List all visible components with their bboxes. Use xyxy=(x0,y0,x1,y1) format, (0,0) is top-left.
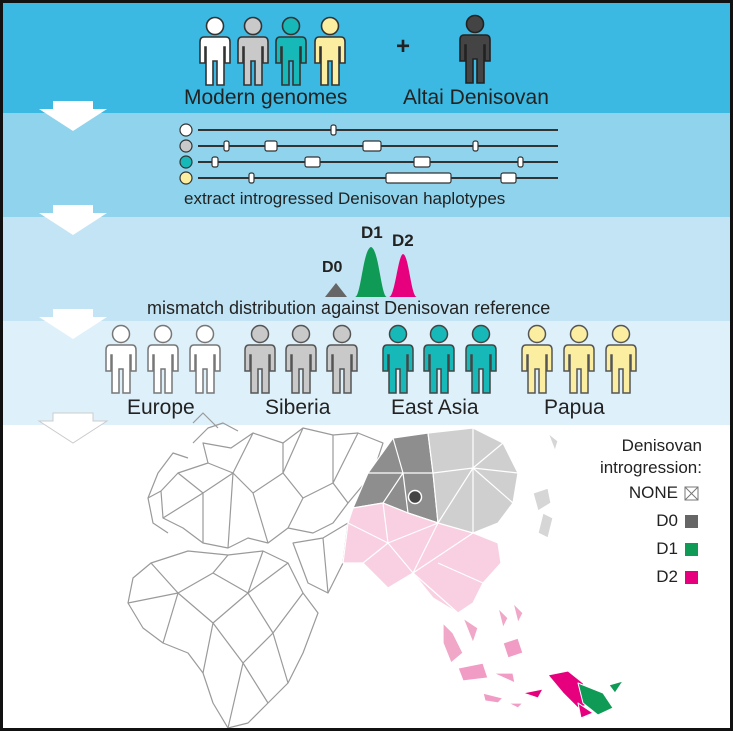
population-label-papua: Papua xyxy=(544,396,605,419)
mismatch-peaks xyxy=(325,247,417,297)
denisovan-person xyxy=(459,14,491,84)
altai-site-marker xyxy=(407,489,423,505)
mismatch-caption: mismatch distribution against Denisovan … xyxy=(147,298,551,318)
peak-label-d1: D1 xyxy=(361,223,383,242)
modern-person-yellow xyxy=(314,16,346,86)
haplotype-tracks xyxy=(179,123,558,185)
flow-arrow-2 xyxy=(39,205,107,235)
population-label-east-asia: East Asia xyxy=(391,396,479,419)
diagram-graphics xyxy=(37,14,699,728)
legend-label-d0: D0 xyxy=(656,511,678,530)
flow-arrow-3 xyxy=(39,309,107,339)
modern-person-white xyxy=(199,16,231,86)
legend-swatch-none xyxy=(684,486,699,501)
legend-swatches xyxy=(684,486,699,584)
papua-group xyxy=(521,324,637,394)
siberia-group xyxy=(244,324,358,394)
altai-denisovan-label: Altai Denisovan xyxy=(403,86,549,109)
europe-group xyxy=(105,324,221,394)
peak-label-d2: D2 xyxy=(392,231,414,250)
modern-genomes-label: Modern genomes xyxy=(184,86,348,109)
legend-swatch-d0 xyxy=(685,515,698,528)
triangulated-map xyxy=(127,412,624,728)
peak-label-d0: D0 xyxy=(322,259,343,276)
legend-label-d2: D2 xyxy=(656,567,678,586)
legend-title-line2: introgression: xyxy=(599,458,702,477)
legend-label-d1: D1 xyxy=(656,539,678,558)
legend-title-line1: Denisovan xyxy=(621,436,702,455)
modern-person-teal xyxy=(275,16,307,86)
peak-d0 xyxy=(325,283,347,297)
flow-arrow-1 xyxy=(39,101,107,131)
east-asia-group xyxy=(382,324,497,394)
modern-person-grey xyxy=(237,16,269,86)
legend-swatch-d1 xyxy=(685,543,698,556)
legend-swatch-d2 xyxy=(685,571,698,584)
population-label-siberia: Siberia xyxy=(265,396,331,419)
population-label-europe: Europe xyxy=(127,396,195,419)
extract-haplotypes-caption: extract introgressed Denisovan haplotype… xyxy=(184,189,506,208)
plus-sign: + xyxy=(396,33,411,60)
legend-label-none: NONE xyxy=(628,483,678,502)
step1-band xyxy=(3,3,730,113)
peak-d1 xyxy=(355,247,387,297)
peak-d2 xyxy=(389,254,417,297)
flow-arrow-4 xyxy=(37,412,109,444)
